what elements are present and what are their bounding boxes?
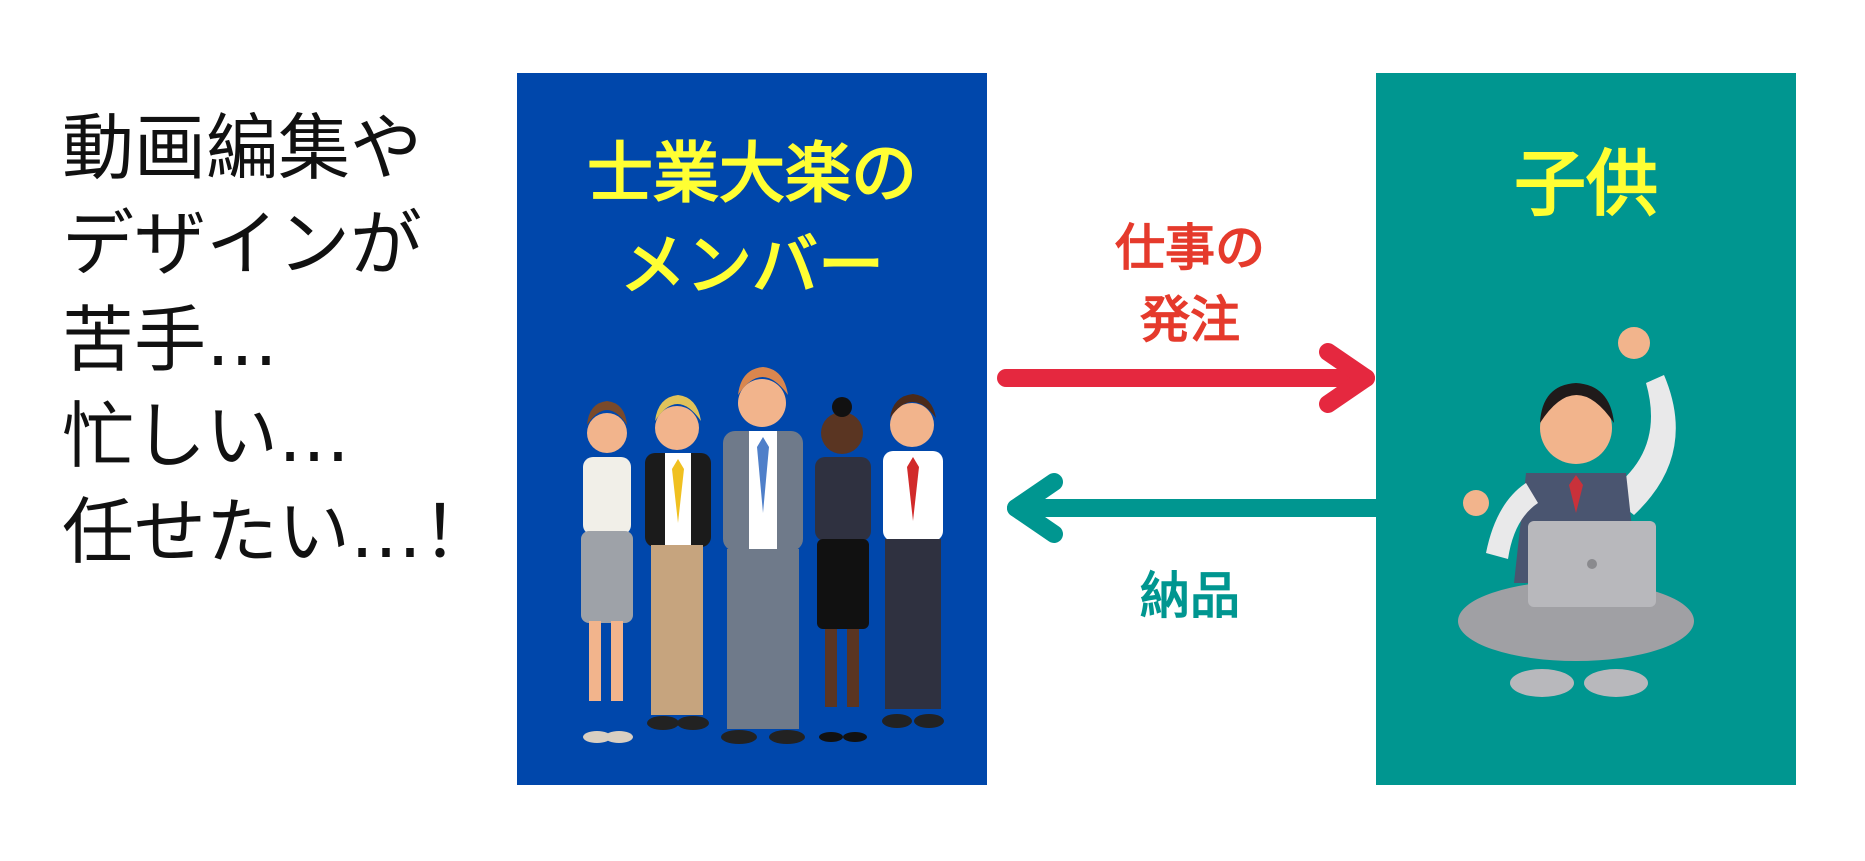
order-label-line-2: 発注 <box>1140 291 1240 349</box>
team-member-3 <box>721 367 805 744</box>
child-figure <box>1458 327 1694 697</box>
statement-line-4: 忙しい… <box>62 394 351 478</box>
statement-line-2: デザインが <box>62 202 423 286</box>
members-title-line-2: メンバー <box>620 227 884 304</box>
left-statement: 動画編集や デザインが 苦手… 忙しい… 任せたい…！ <box>62 100 494 580</box>
team-member-2 <box>645 395 711 730</box>
order-label: 仕事の 発注 <box>1060 212 1320 356</box>
order-arrow <box>997 343 1375 413</box>
delivery-arrow <box>1007 473 1385 543</box>
members-panel: 士業大楽の メンバー <box>517 73 987 785</box>
statement-line-5: 任せたい…！ <box>62 490 495 574</box>
members-title-line-1: 士業大楽の <box>587 135 917 212</box>
members-panel-title: 士業大楽の メンバー <box>517 128 987 312</box>
statement-line-3: 苦手… <box>62 298 279 382</box>
statement-line-1: 動画編集や <box>62 106 423 190</box>
team-member-1 <box>581 401 633 743</box>
delivery-label: 納品 <box>1140 567 1240 625</box>
child-panel: 子供 <box>1376 73 1796 785</box>
team-member-5 <box>882 394 944 728</box>
order-label-line-1: 仕事の <box>1115 219 1265 277</box>
business-team-illustration <box>581 367 944 744</box>
team-member-4 <box>815 397 871 742</box>
child-with-laptop-illustration <box>1458 327 1694 697</box>
child-panel-title: 子供 <box>1513 142 1658 226</box>
